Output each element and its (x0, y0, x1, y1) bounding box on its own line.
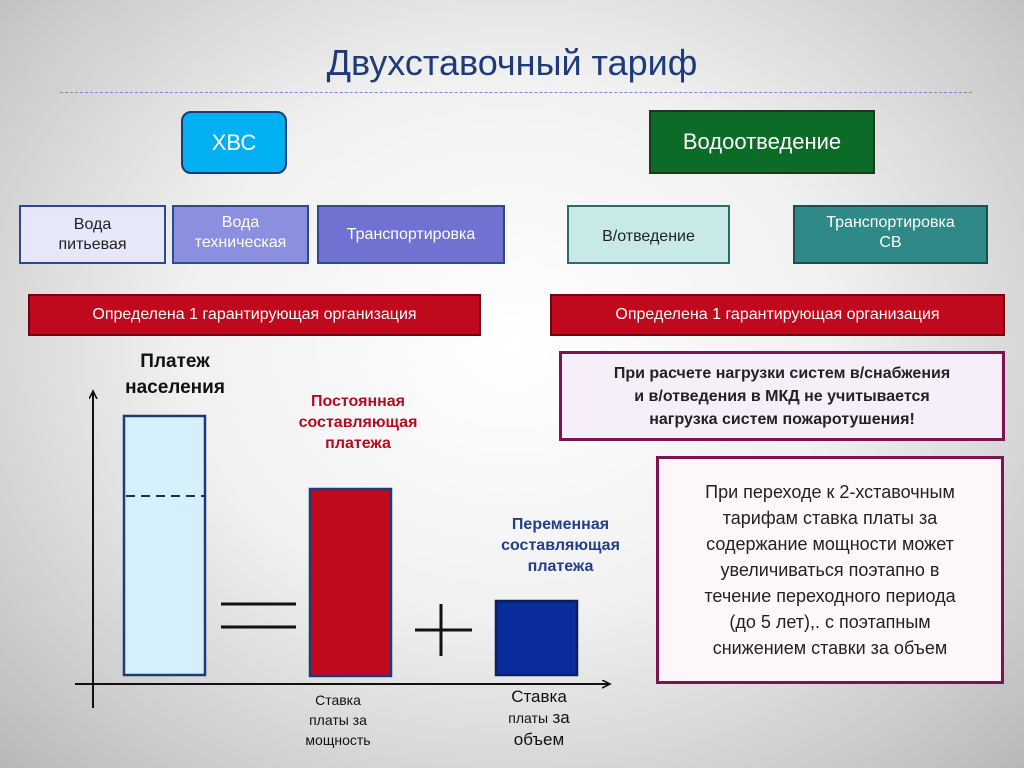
note-line: (до 5 лет),. с поэтапным (729, 612, 931, 632)
note-line: тарифам ставка платы за (722, 508, 938, 528)
label-population-payment: Платеж населения (100, 349, 250, 401)
category-line: СВ (879, 234, 902, 251)
category-drainage: В/отведение (567, 205, 730, 264)
label-line: мощность (305, 732, 371, 748)
note-line: При переходе к 2-хставочным (705, 482, 955, 502)
plus-sign-icon (415, 604, 472, 656)
category-line: питьевая (58, 235, 127, 253)
label-word: за (552, 708, 570, 727)
note-line: течение переходного периода (704, 586, 956, 606)
guarantee-banner-left: Определена 1 гарантирующая организация (28, 294, 481, 336)
label-line: объем (513, 730, 565, 749)
category-line: Транспортировка (826, 214, 955, 231)
note-transition: При переходе к 2-хставочным тарифам став… (656, 456, 1004, 684)
category-line: В/отведение (602, 228, 695, 245)
category-line: техническая (194, 234, 287, 251)
category-drinking-water: Вода питьевая (19, 205, 166, 264)
category-line: Транспортировка (346, 226, 476, 243)
page-title: Двухставочный тариф (326, 42, 698, 83)
note-line: снижением ставки за объем (712, 638, 948, 658)
label-line: платежа (325, 435, 391, 452)
category-transport-sv: Транспортировка СВ (793, 205, 988, 264)
category-transport: Транспортировка (317, 205, 505, 264)
note-line: При расчете нагрузки систем в/снабжения (613, 364, 951, 382)
label-capacity-rate: Ставка платы за мощность (283, 690, 393, 750)
category-technical-water: Вода техническая (172, 205, 309, 264)
label-line: Ставка (315, 692, 361, 708)
label-volume-rate: Ставка платы за объем (484, 686, 594, 750)
label-line: Платеж (140, 351, 210, 372)
label-variable-part: Переменная составляющая платежа (478, 514, 643, 577)
equals-sign-icon (221, 602, 296, 629)
label-line: составляющая (298, 414, 418, 431)
constant-part-bar (308, 487, 393, 678)
category-line: Вода (73, 215, 112, 233)
label-line: платы за (309, 712, 367, 728)
label-constant-part: Постоянная составляющая платежа (268, 391, 448, 454)
note-line: увеличиваться поэтапно в (720, 560, 940, 580)
note-mkd-load: При расчете нагрузки систем в/снабжения … (559, 351, 1005, 441)
variable-part-bar (494, 599, 579, 677)
service-hvs: ХВС (181, 111, 287, 174)
label-line: населения (125, 377, 225, 398)
label-line: Переменная (511, 516, 610, 533)
label-line: составляющая (501, 537, 620, 554)
note-line: и в/отведения в МКД не учитывается (634, 387, 930, 405)
label-word: платы (508, 710, 548, 726)
guarantee-banner-right: Определена 1 гарантирующая организация (550, 294, 1005, 336)
label-line: платежа (527, 558, 594, 575)
service-drainage: Водоотведение (649, 110, 875, 174)
note-line: нагрузка систем пожаротушения! (649, 410, 915, 428)
category-line: Вода (221, 214, 260, 231)
note-line: содержание мощности может (706, 534, 954, 554)
label-line: Ставка (511, 687, 567, 706)
population-payment-bar (122, 414, 207, 677)
title-divider (60, 92, 972, 93)
label-line: Постоянная (310, 393, 406, 410)
